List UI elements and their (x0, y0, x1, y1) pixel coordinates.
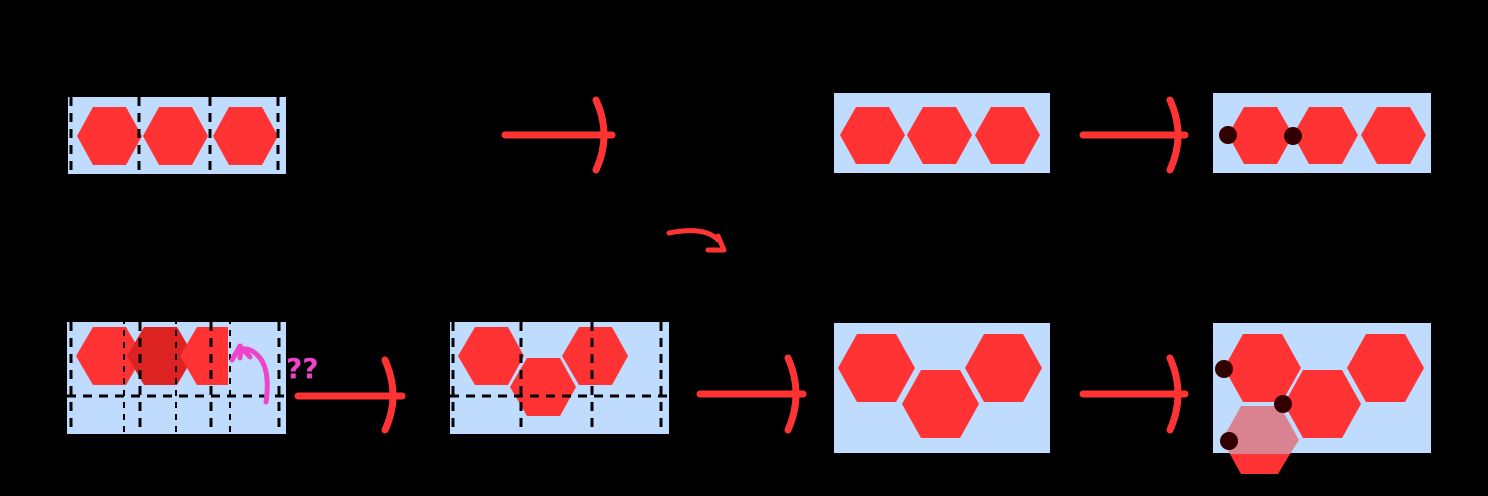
hexagon (965, 334, 1042, 402)
hexagon (902, 370, 979, 438)
hexagon-overlap (127, 327, 194, 385)
tile-boundary-lines (450, 322, 669, 434)
annotation-arrow (237, 346, 270, 405)
hexagon (907, 107, 972, 164)
arrow-right (696, 354, 807, 434)
annotation-arrowhead (229, 343, 253, 363)
hexagon (1228, 107, 1293, 164)
hexagon (1361, 107, 1426, 164)
hexagon (1293, 107, 1358, 164)
panel-bottom-overlap: ?? (67, 318, 318, 446)
anchor-point (1219, 126, 1237, 144)
hexagon (562, 327, 628, 385)
hexagon (975, 107, 1040, 164)
hexagon (838, 334, 915, 402)
arrow-right (501, 96, 616, 174)
hexagon (510, 358, 576, 416)
hexagon (213, 107, 278, 165)
panel-top-clean (832, 91, 1052, 175)
hexagon (77, 107, 142, 165)
hexagon (180, 327, 228, 385)
tile-boundary-lines (69, 97, 280, 174)
hexagon (840, 107, 905, 164)
anchor-point (1220, 432, 1238, 450)
panel-top-pinned (1211, 91, 1433, 175)
hexagon (143, 107, 208, 165)
anchor-point (1284, 127, 1302, 145)
arrow-right (294, 356, 406, 434)
tile-boundary-lines (67, 322, 286, 434)
tile-boundary-lines-thin (123, 318, 231, 446)
hexagon (76, 327, 143, 385)
hexagon-extension (1230, 454, 1290, 474)
hexagon (458, 327, 524, 385)
panel-bottom-clean (832, 321, 1052, 455)
arrow-right (1079, 96, 1189, 174)
hexagon (1347, 334, 1424, 402)
panel-bottom-pinned (1211, 321, 1433, 474)
annotation-label: ?? (286, 352, 318, 385)
hexagon (1224, 334, 1301, 402)
panel-top-dashed (68, 97, 286, 174)
arrow-right (1079, 354, 1189, 434)
hexagon-ghost (1222, 406, 1299, 454)
anchor-point (1274, 395, 1292, 413)
curved-arrow (666, 228, 727, 253)
anchor-point (1215, 360, 1233, 378)
panel-bottom-dashed (450, 322, 669, 434)
hexagon (1284, 370, 1361, 438)
